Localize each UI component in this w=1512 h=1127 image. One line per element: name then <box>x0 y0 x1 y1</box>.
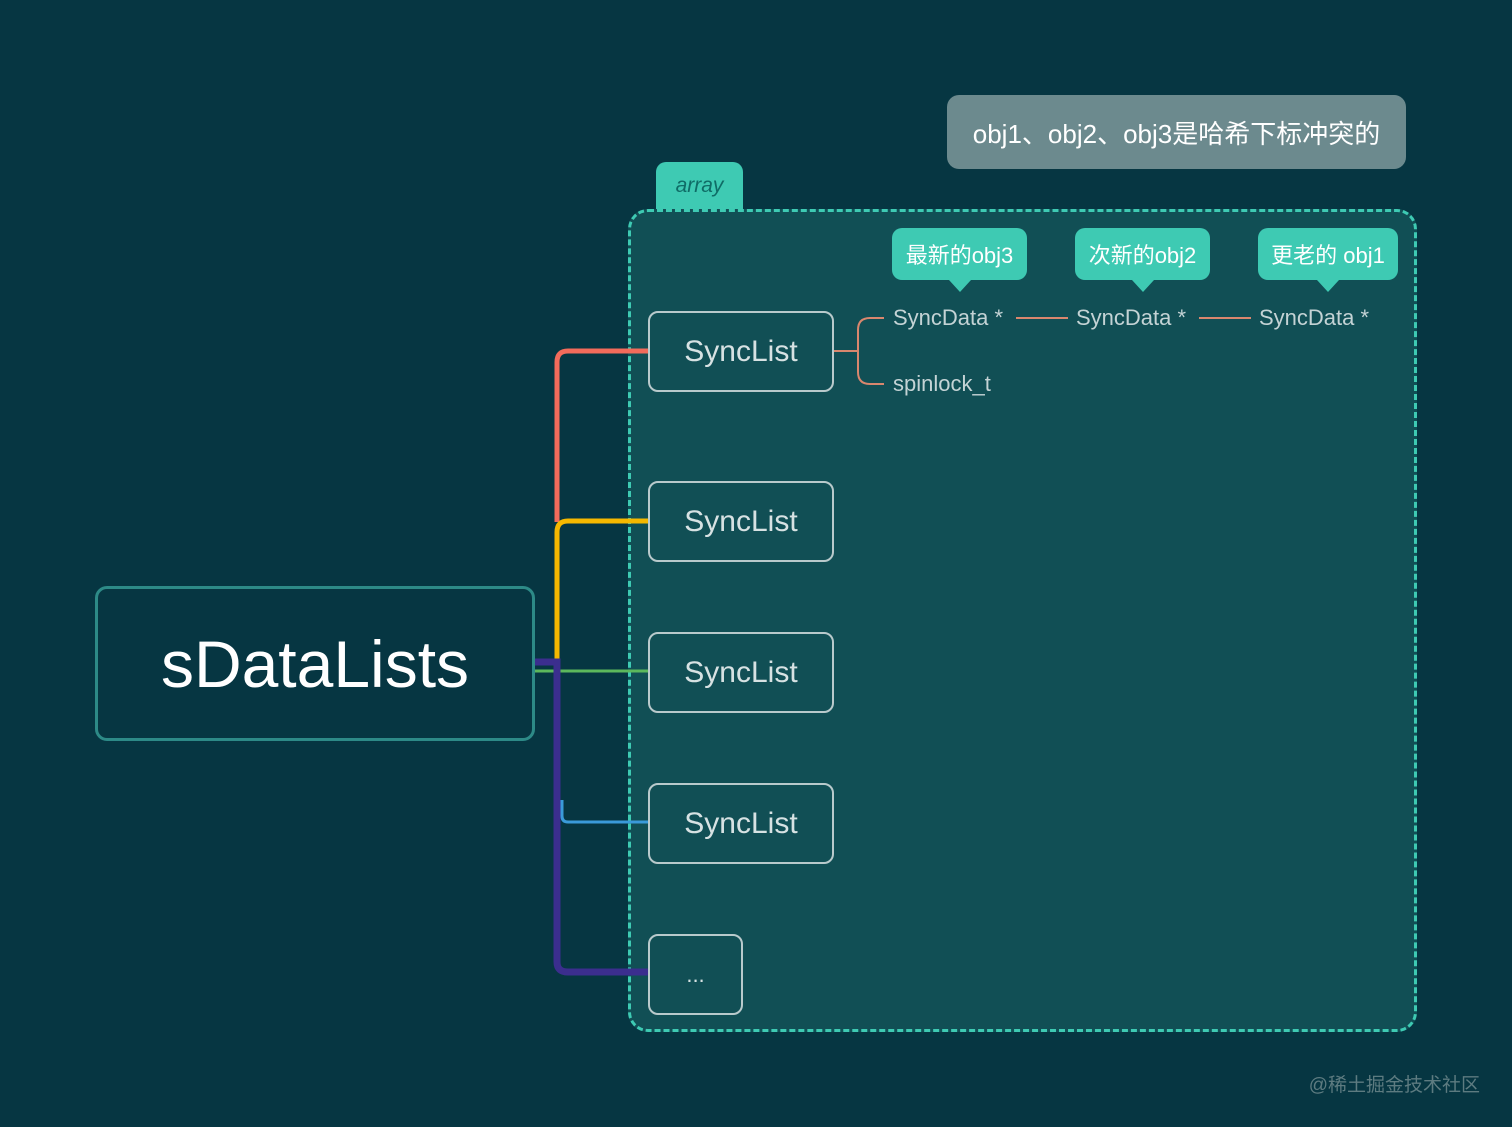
synclist-node-1: SyncList <box>648 311 834 392</box>
synclist-bracket <box>834 317 884 385</box>
syncdata-label-2: SyncData * <box>1076 305 1187 330</box>
spinlock-label: spinlock_t <box>893 371 991 396</box>
branch-line-2 <box>554 518 648 660</box>
more-node: ... <box>648 934 743 1015</box>
synclist-node-4: SyncList <box>648 783 834 864</box>
watermark: @稀土掘金技术社区 <box>1308 1075 1480 1096</box>
callout-newest-obj3: 最新的obj3 <box>892 228 1027 292</box>
callout-older-obj1: 更老的 obj1 <box>1258 228 1398 292</box>
root-node-sdatalists: sDataLists <box>95 586 535 741</box>
branch-line-1 <box>554 348 648 522</box>
branch-line-4 <box>560 800 648 824</box>
synclist-node-2: SyncList <box>648 481 834 562</box>
callout-newer-obj2: 次新的obj2 <box>1075 228 1210 292</box>
collision-note: obj1、obj2、obj3是哈希下标冲突的 <box>947 95 1406 169</box>
branch-line-5 <box>535 658 648 976</box>
syncdata-label-1: SyncData * <box>893 305 1004 330</box>
syncdata-label-3: SyncData * <box>1259 305 1370 330</box>
synclist-node-3: SyncList <box>648 632 834 713</box>
array-tab: array <box>656 162 743 209</box>
